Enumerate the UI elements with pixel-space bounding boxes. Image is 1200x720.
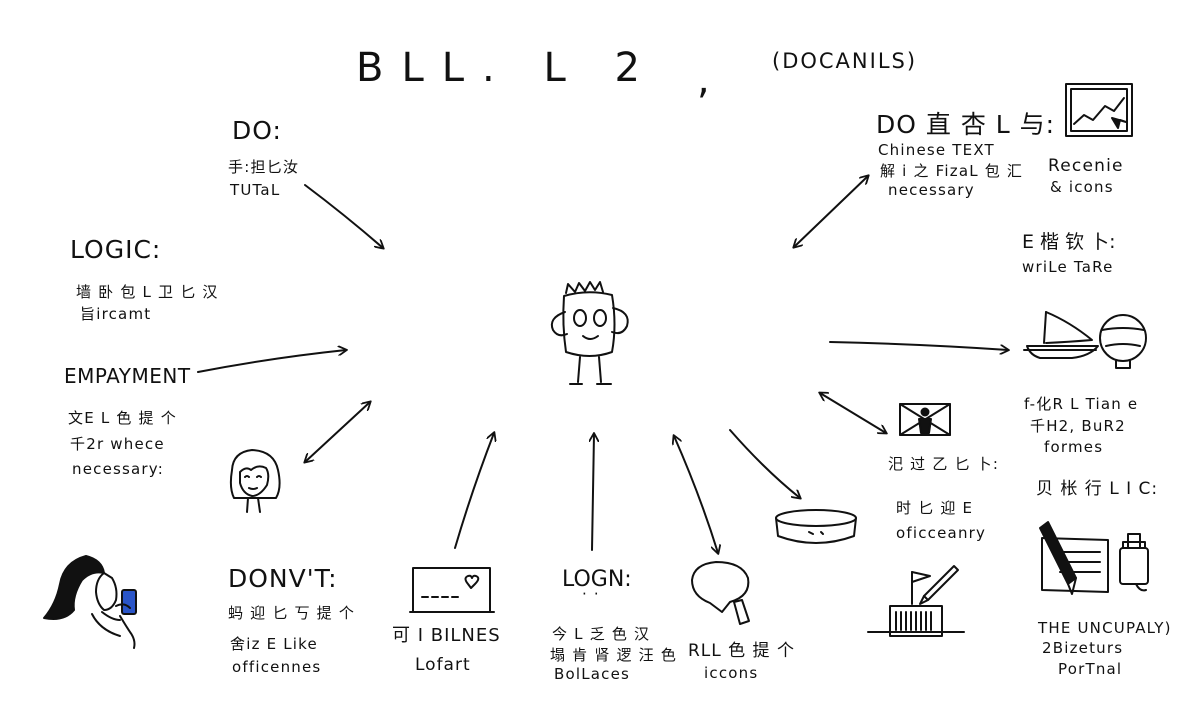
- frelation-line-1: f-化R L Tian e: [1024, 395, 1139, 413]
- wrile-line-1: wriLe TaRe: [1022, 258, 1114, 276]
- connector-arrows: [197, 176, 1008, 553]
- dont-line-1: 蚂 迎 匕 丂 提 个: [228, 604, 356, 622]
- logic-heading: LOGIC:: [70, 235, 162, 264]
- dont-heading: DONV'T:: [228, 564, 338, 593]
- logn-dots: · ·: [582, 585, 600, 603]
- mid-right-line-1: 汜 过 乙 匕 卜:: [888, 455, 1000, 473]
- woman-face-icon: [229, 449, 281, 513]
- bilnes-line-2: Lofart: [415, 655, 471, 675]
- dont-line-3: officennes: [232, 658, 322, 676]
- recenie-line-2: & icons: [1050, 178, 1114, 196]
- wrile-heading: E 楷 钦 卜:: [1022, 231, 1116, 253]
- arrow-do-right-to-center: [794, 176, 868, 247]
- do-heading: DO:: [232, 116, 282, 145]
- logic-line-1: 墙 卧 包 L 卫 匕 汉: [76, 283, 219, 301]
- speech-bubble-icon: [691, 561, 750, 625]
- arrow-do-to-center: [304, 184, 383, 248]
- laptop-icon: [409, 567, 495, 613]
- arrow-laptop-to-center: [454, 433, 494, 549]
- do-line-2: TUTaL: [230, 181, 281, 199]
- dont-line-2: 舍iz E Like: [230, 635, 318, 653]
- flag-pencil-barcode-icon: [867, 565, 965, 637]
- arrow-center-to-bowl: [729, 429, 800, 498]
- uncupaly-line-3: PorTnal: [1058, 660, 1123, 678]
- woman-with-phone-icon: [43, 555, 137, 649]
- globe-icon: [1099, 314, 1147, 369]
- empayment-heading: EMPAYMENT: [64, 364, 191, 388]
- uncupaly-line-2: 2Bizeturs: [1042, 639, 1124, 657]
- robot-mascot-icon: [550, 281, 629, 385]
- arrow-center-to-boat: [829, 341, 1008, 350]
- rll-line-2: iccons: [704, 664, 759, 682]
- do-right-line-2: 解 i 之 FizaL 包 汇: [880, 162, 1024, 180]
- arrow-center-to-person-picture: [820, 393, 886, 433]
- do-line-1: 手:担匕汝: [228, 158, 300, 176]
- do-right-line-1: Chinese TEXT: [878, 141, 995, 159]
- frelation-line-2: 千H2, BuR2: [1030, 417, 1126, 435]
- logic-right-heading: 贝 枨 行 L I C:: [1036, 479, 1159, 499]
- title-aside: (DOCANILS): [772, 49, 918, 73]
- bottle-icon: [1119, 533, 1149, 592]
- uncupaly-line-1: THE UNCUPALY): [1038, 619, 1172, 637]
- boat-icon: [1023, 311, 1099, 359]
- do-right-heading: DO 直 杏 L 与:: [876, 110, 1056, 139]
- empayment-line-2: 千2r whece: [70, 435, 165, 453]
- do-right-line-3: necessary: [888, 181, 975, 199]
- logn-line-2: 塌 肯 肾 逻 汪 色: [550, 646, 678, 664]
- logn-line-3: BolLaces: [554, 665, 631, 683]
- logic-line-2: 旨ircamt: [80, 305, 152, 323]
- person-picture-icon: [899, 403, 951, 436]
- bilnes-line-1: 可 I BILNES: [392, 625, 501, 646]
- arrow-logn-to-center: [592, 434, 594, 551]
- frelation-line-3: formes: [1044, 438, 1104, 456]
- empayment-line-3: necessary:: [72, 460, 165, 478]
- title-comma: ,: [697, 57, 728, 103]
- recenie-line-1: Recenie: [1048, 156, 1124, 176]
- arrow-woman-face-to-center: [305, 402, 370, 462]
- logn-line-1: 今 L 乏 色 汉: [552, 625, 651, 643]
- rll-line-1: RLL 色 提 个: [688, 641, 795, 661]
- line-chart-frame-icon: [1065, 83, 1133, 137]
- ofic-line-2: oficceanry: [896, 524, 987, 542]
- notebook-pen-icon: [1039, 521, 1109, 595]
- arrow-empayment-to-center: [197, 350, 346, 373]
- arrow-center-to-speech: [674, 436, 718, 553]
- logn-heading: LOGN:: [562, 567, 632, 592]
- empayment-line-1: 文E L 色 提 个: [68, 409, 177, 427]
- diagram-title: BLL. L 2: [356, 45, 658, 91]
- bowl-icon: [775, 509, 857, 544]
- ofic-line-1: 时 匕 迎 E: [896, 499, 974, 517]
